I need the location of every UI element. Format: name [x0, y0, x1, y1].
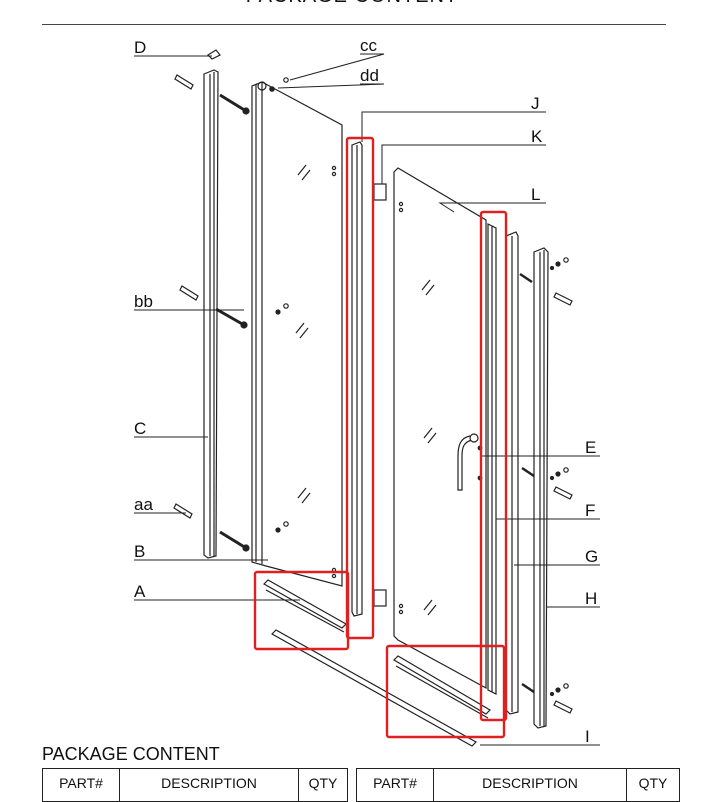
label-h: H: [585, 589, 597, 608]
label-bb: bb: [134, 292, 153, 311]
label-aa: aa: [134, 495, 153, 514]
highlight-boxes: [253, 136, 508, 739]
package-content-title: PACKAGE CONTENT: [42, 744, 220, 764]
part-c-wall-profile: [203, 69, 219, 559]
part-b-fixed-panel: [251, 81, 343, 587]
part-bb-screws: [215, 93, 250, 552]
col-part: PART#: [356, 768, 434, 802]
label-d: D: [134, 38, 146, 57]
part-cc-dd-fittings: [269, 77, 289, 533]
label-f: F: [585, 501, 595, 520]
part-a-bottom-seal: [263, 579, 347, 633]
label-g: G: [585, 547, 598, 566]
exploded-diagram: D cc dd J K L bb C aa B A E F G H I: [134, 36, 600, 747]
part-j-hinge-profile: [351, 141, 363, 617]
part-labels: D cc dd J K L bb C aa B A E F G H I: [134, 36, 598, 746]
part-h-fixings: [519, 257, 573, 714]
part-i-door-seal: [393, 655, 491, 719]
part-k-hinge-top: [373, 183, 387, 201]
label-c: C: [134, 419, 146, 438]
package-table-left: PART# DESCRIPTION QTY: [42, 768, 348, 802]
page-heading: PACKAGE CONTENT: [0, 0, 704, 8]
part-f-seal-strip: [487, 223, 497, 695]
label-b: B: [134, 542, 145, 561]
col-description: DESCRIPTION: [119, 768, 299, 802]
leader-lines: [134, 53, 600, 746]
col-part: PART#: [42, 768, 120, 802]
part-bottom-strip: [271, 629, 477, 747]
label-a: A: [134, 582, 146, 601]
col-description: DESCRIPTION: [433, 768, 627, 802]
highlight-i: [385, 644, 506, 739]
part-h-wall-profile: [533, 247, 549, 729]
part-aa-wall-plugs: [173, 74, 199, 519]
label-cc: cc: [360, 36, 378, 55]
heading-rule: [42, 24, 666, 25]
highlight-j: [345, 136, 375, 640]
part-d-cap: [207, 49, 221, 60]
label-i: I: [585, 727, 590, 746]
label-l: L: [531, 185, 540, 204]
highlight-f: [479, 210, 508, 722]
label-e: E: [585, 438, 596, 457]
package-table-right: PART# DESCRIPTION QTY: [356, 768, 680, 802]
label-dd: dd: [360, 66, 379, 85]
diagram-parts: [173, 49, 573, 747]
highlight-a: [253, 570, 350, 651]
label-k: K: [531, 127, 543, 146]
part-g-profile: [505, 231, 519, 715]
col-qty: QTY: [298, 768, 348, 802]
part-l-door-panel: [393, 167, 487, 690]
part-k-hinge-bottom: [373, 589, 387, 607]
col-qty: QTY: [626, 768, 680, 802]
label-j: J: [531, 94, 540, 113]
